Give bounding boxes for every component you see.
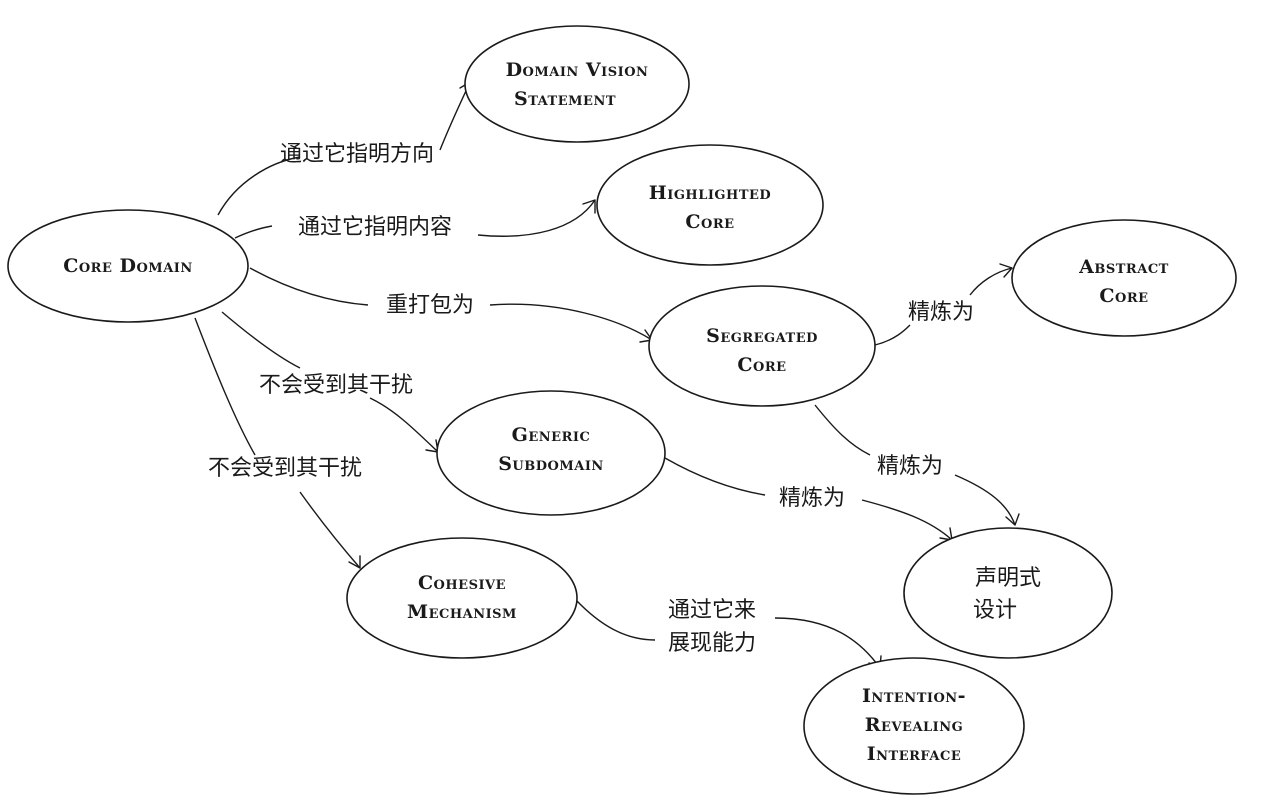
- node-label-highlighted-core-line1: Highlighted: [649, 182, 771, 204]
- node-label-declarative-design-line1: 声明式: [975, 566, 1041, 591]
- edge-core-to-generic: 不会受到其干扰: [221, 311, 439, 453]
- node-label-generic-subdomain-line1: Generic: [512, 424, 591, 446]
- node-abstract-core: Abstract Core: [1011, 219, 1237, 337]
- node-label-abstract-core-line2: Core: [1099, 285, 1148, 307]
- edge-label-segregated-to-declarative: 精炼为: [877, 454, 943, 479]
- edge-generic-to-declarative: 精炼为: [664, 457, 953, 541]
- node-cohesive-mechanism: Cohesive Mechanism: [346, 537, 578, 659]
- node-label-highlighted-core-line2: Core: [685, 211, 734, 233]
- edge-label-generic-to-declarative: 精炼为: [779, 486, 845, 511]
- edge-label-cohesive-to-interface-line1: 通过它来: [668, 598, 756, 623]
- edge-core-to-highlighted: 通过它指明内容: [234, 199, 596, 240]
- node-label-interface-line1: Intention-: [862, 685, 966, 707]
- node-declarative-design: 声明式 设计: [903, 527, 1113, 659]
- node-label-domain-vision-statement-line1: Domain Vision: [506, 59, 649, 81]
- edge-segregated-to-abstract: 精炼为: [874, 263, 1013, 346]
- node-label-segregated-core-line2: Core: [737, 354, 786, 376]
- node-intention-revealing-interface: Intention- Revealing Interface: [803, 657, 1025, 795]
- node-label-cohesive-mechanism-line2: Mechanism: [407, 601, 517, 623]
- edge-core-to-cohesive: 不会受到其干扰: [194, 317, 362, 569]
- edge-label-core-to-cohesive: 不会受到其干扰: [208, 456, 362, 481]
- node-label-interface-line3: Interface: [867, 743, 961, 765]
- node-label-domain-vision-statement-line2: Statement: [514, 88, 616, 110]
- edge-label-core-to-highlighted: 通过它指明内容: [298, 215, 452, 240]
- node-segregated-core: Segregated Core: [648, 285, 876, 407]
- node-core-domain: Core Domain: [7, 209, 249, 323]
- node-label-segregated-core-line1: Segregated: [706, 325, 818, 347]
- node-generic-subdomain: Generic Subdomain: [436, 390, 666, 516]
- node-label-interface-line2: Revealing: [865, 714, 964, 736]
- edge-label-cohesive-to-interface-line2: 展现能力: [668, 631, 756, 656]
- edge-label-core-to-segregated: 重打包为: [386, 293, 474, 318]
- node-domain-vision-statement: Domain Vision Statement: [464, 25, 690, 143]
- edge-cohesive-to-interface: 通过它来 展现能力: [575, 598, 882, 669]
- node-label-core-domain: Core Domain: [63, 255, 193, 277]
- edge-segregated-to-declarative: 精炼为: [814, 404, 1020, 526]
- edge-core-to-vision: 通过它指明方向: [217, 81, 471, 216]
- node-label-generic-subdomain-line2: Subdomain: [498, 453, 604, 475]
- node-label-abstract-core-line1: Abstract: [1078, 256, 1169, 278]
- edge-label-core-to-generic: 不会受到其干扰: [259, 373, 413, 398]
- node-label-cohesive-mechanism-line1: Cohesive: [418, 572, 506, 594]
- node-highlighted-core: Highlighted Core: [596, 144, 824, 266]
- edge-label-core-to-vision: 通过它指明方向: [280, 142, 434, 167]
- edge-core-to-segregated: 重打包为: [249, 267, 653, 343]
- node-label-declarative-design-line2: 设计: [973, 598, 1017, 623]
- edge-label-segregated-to-abstract: 精炼为: [908, 300, 974, 325]
